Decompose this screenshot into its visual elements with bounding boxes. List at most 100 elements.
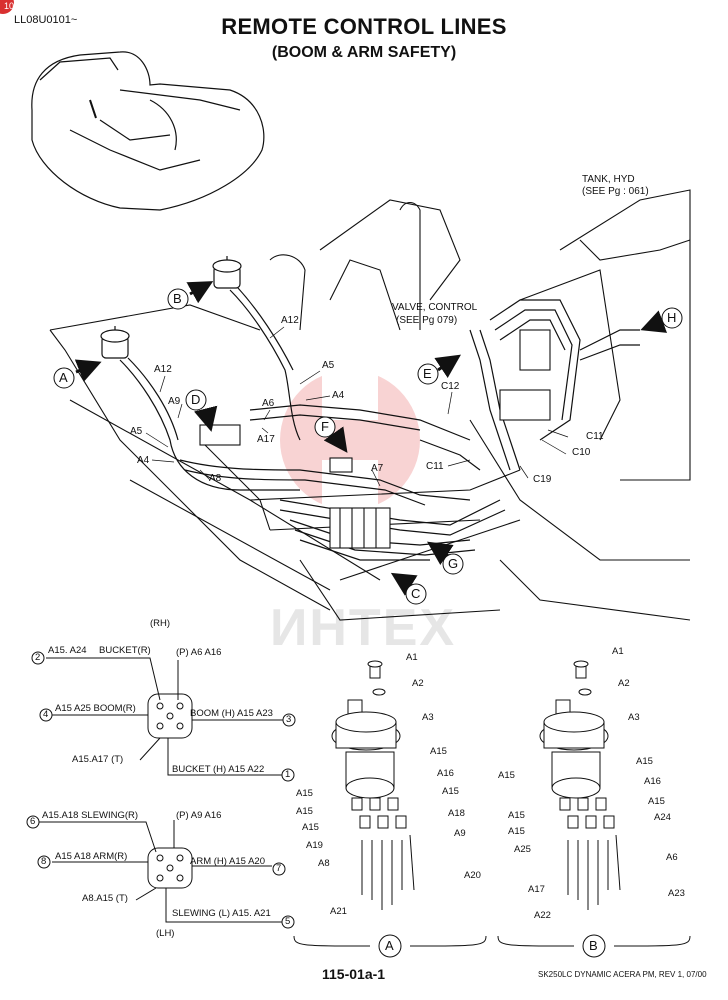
rh-header: (RH) <box>150 618 171 629</box>
lh-num-5: 5 <box>285 916 291 927</box>
detail-b-label-a15-right: A15 <box>648 796 665 807</box>
note-valve-control-line2: (SEE Pg 079) <box>396 315 458 326</box>
frame-outline <box>49 189 691 621</box>
detail-b-label-a6: A6 <box>666 852 678 863</box>
rh-pattern-diagram <box>31 651 296 782</box>
document-id: LL08U0101~ <box>14 14 78 26</box>
detail-a-label-a8: A8 <box>318 858 330 869</box>
machine-thumbnail <box>31 51 265 211</box>
rh-num-2: 2 <box>35 652 41 663</box>
label-a12-upper: A12 <box>281 315 299 326</box>
detail-b-label-a15-left1: A15 <box>498 770 515 781</box>
label-c11-left: C11 <box>426 461 444 472</box>
detail-a-label-a15-left2: A15 <box>296 806 313 817</box>
rh-tank: A15.A17 (T) <box>72 754 124 765</box>
label-a9: A9 <box>168 396 181 407</box>
detail-a-label-a3: A3 <box>422 712 434 723</box>
label-c12: C12 <box>441 381 460 392</box>
watermark-text: ИНТЕХ <box>270 599 457 657</box>
detail-a-hoses <box>361 834 415 910</box>
detail-b-label-a23: A23 <box>668 888 685 899</box>
label-a12-lower: A12 <box>154 364 172 375</box>
rh-boom-h: BOOM (H) A15 A23 <box>190 708 273 719</box>
rh-bucket-h: BUCKET (H) A15 A22 <box>172 764 265 775</box>
detail-b-label-a2: A2 <box>618 678 630 689</box>
rh-pilot: (P) A6 A16 <box>176 647 222 658</box>
note-tank-hyd-line2: (SEE Pg : 061) <box>582 186 649 197</box>
callout-h: H <box>667 310 677 325</box>
detail-b-label-a25: A25 <box>514 844 531 855</box>
callout-a: A <box>59 370 68 385</box>
label-a4-left: A4 <box>137 455 150 466</box>
hose-bundle <box>119 287 640 561</box>
note-tank-hyd-line1: TANK, HYD <box>582 174 635 185</box>
lh-num-8: 8 <box>41 856 47 867</box>
note-valve-control-line1: VALVE, CONTROL <box>392 302 478 313</box>
detail-a-fittings <box>351 797 407 829</box>
page-number: 115-01a-1 <box>322 966 386 982</box>
detail-b-label-a15-left2: A15 <box>508 810 525 821</box>
detail-b-letter: B <box>589 938 598 953</box>
detail-a-label-a18: A18 <box>448 808 465 819</box>
detail-b-fittings <box>559 797 615 829</box>
detail-a-label-a21: A21 <box>330 906 347 917</box>
detail-a-label-a15-left1: A15 <box>296 788 313 799</box>
detail-a-label-a9: A9 <box>454 828 466 839</box>
label-c19: C19 <box>533 474 552 485</box>
label-a7: A7 <box>371 463 384 474</box>
label-c11-right: C11 <box>586 431 604 442</box>
callout-g: G <box>448 556 459 571</box>
detail-a-letter: A <box>385 938 394 953</box>
detail-b-label-a22: A22 <box>534 910 551 921</box>
detail-a-label-a16: A16 <box>437 768 454 779</box>
label-a5-right: A5 <box>322 360 335 371</box>
lh-pattern-diagram <box>26 815 295 929</box>
detail-b-label-a24: A24 <box>654 812 671 823</box>
rh-num-3: 3 <box>286 714 292 725</box>
detail-a-label-a15-right: A15 <box>442 786 459 797</box>
rh-boom-r: A15 A25 BOOM(R) <box>55 703 136 714</box>
rh-bucket-r-prefix: A15. A24 <box>48 645 87 656</box>
detail-a-label-a1: A1 <box>406 652 418 663</box>
label-a5-left: A5 <box>130 426 143 437</box>
detail-b-label-a1: A1 <box>612 646 624 657</box>
detail-b-label-a3: A3 <box>628 712 640 723</box>
valve-bank-block <box>199 329 551 549</box>
lh-tank: A8.A15 (T) <box>82 893 128 904</box>
pilot-valve-right <box>212 256 242 289</box>
lh-num-6: 6 <box>30 816 36 827</box>
pilot-valve-left <box>100 326 130 359</box>
callout-b: B <box>173 291 182 306</box>
callout-c: C <box>411 586 421 601</box>
callout-arrows <box>74 281 668 596</box>
detail-a-label-a2: A2 <box>412 678 424 689</box>
label-c10: C10 <box>572 447 591 458</box>
detail-b-drawing <box>497 660 691 947</box>
detail-a-label-a19: A19 <box>306 840 323 851</box>
detail-a-drawing <box>293 660 487 947</box>
lh-slewing-r: A15.A18 SLEWING(R) <box>42 810 139 821</box>
detail-a-label-a20: A20 <box>464 870 481 881</box>
page-title: REMOTE CONTROL LINES <box>221 14 507 39</box>
detail-b-label-a15-top: A15 <box>636 756 653 767</box>
lh-num-7: 7 <box>276 863 282 874</box>
label-a8: A8 <box>209 473 222 484</box>
leader-lines <box>145 326 569 487</box>
detail-letter-circles <box>378 934 606 958</box>
callout-e: E <box>423 366 432 381</box>
callout-circles <box>53 288 683 605</box>
callout-d: D <box>191 392 201 407</box>
footer-model: SK250LC DYNAMIC ACERA PM, REV 1, 07/00 <box>538 970 707 979</box>
detail-a-label-a15-top: A15 <box>430 746 447 757</box>
detail-b-label-a16: A16 <box>644 776 661 787</box>
rh-num-4: 4 <box>43 709 49 720</box>
lh-footer: (LH) <box>156 928 175 939</box>
rh-num-1: 1 <box>285 769 291 780</box>
lh-slewing-l: SLEWING (L) A15. A21 <box>172 908 271 919</box>
corner-page-badge: 10 <box>0 0 14 14</box>
lh-arm-h: ARM (H) A15 A20 <box>190 856 265 867</box>
label-a6: A6 <box>262 398 275 409</box>
detail-a-label-a15-left3: A15 <box>302 822 319 833</box>
page-subtitle: (BOOM & ARM SAFETY) <box>271 44 457 61</box>
